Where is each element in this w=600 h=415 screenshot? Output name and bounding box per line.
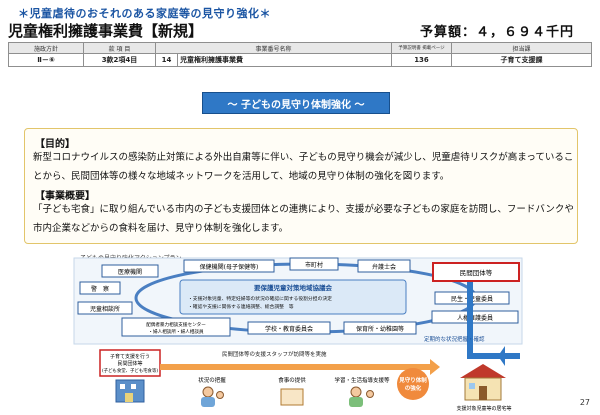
box-consult bbox=[77, 301, 133, 315]
info-page: 136 bbox=[391, 53, 452, 67]
box-lawyer-label: 弁護士会 bbox=[372, 263, 396, 271]
info-department: 子育て支援課 bbox=[451, 53, 592, 67]
house-icon bbox=[460, 364, 506, 401]
visit-arrow bbox=[160, 364, 430, 370]
strengthen-circle bbox=[397, 368, 429, 400]
strengthen-line-2: の強化 bbox=[405, 384, 422, 392]
support-group-box bbox=[99, 349, 161, 377]
summary-text: 「子ども宅食」に取り組んでいる市内の子ども支援団体との連携により、支援が必要な子… bbox=[33, 204, 574, 234]
page-supertitle: ＊児童虐待のおそれのある家庭等の見守り強化＊ bbox=[18, 7, 271, 20]
box-nursery-label: 保育所・幼稚園等 bbox=[356, 325, 404, 333]
house-label: 支援対象児童等の居宅等 bbox=[456, 405, 511, 412]
regular-check-arrowhead bbox=[498, 346, 505, 366]
box-violence-label-1: 配偶者暴力相談支援センター bbox=[146, 321, 206, 328]
box-violence bbox=[121, 317, 231, 337]
building-icon bbox=[115, 379, 145, 403]
box-human bbox=[431, 310, 519, 324]
box-city bbox=[289, 257, 339, 271]
info-project-name: 児童権利擁護事業費 bbox=[177, 53, 392, 67]
page-number: 27 bbox=[579, 398, 590, 407]
info-header-page: 予算説明書 掲載ページ bbox=[391, 42, 452, 54]
item-study: 学習・生活指導支援等 bbox=[334, 376, 390, 384]
regular-check-label: 定期的な状況把握・確認 bbox=[424, 335, 485, 343]
visit-arrowhead bbox=[430, 359, 440, 375]
strengthen-line-1: 見守り体制 bbox=[398, 376, 427, 384]
box-city-label: 市町村 bbox=[305, 261, 323, 269]
summary-frame: 【目的】 新型コロナウイルスの感染防止対策による外出自粛等に伴い、子どもの見守り… bbox=[24, 128, 578, 244]
box-guardian-label: 保健機関(母子保健等) bbox=[200, 263, 259, 271]
page-title: 児童権利擁護事業費【新規】 bbox=[8, 22, 204, 40]
box-private-label: 民間団体等 bbox=[460, 268, 493, 277]
box-consult-label: 児童相談所 bbox=[90, 305, 120, 313]
box-medical-label: 医療機関 bbox=[118, 268, 142, 276]
org-boxes: 医療機関 保健機関(母子保健等) 市町村 弁護士会 民間団体等 警 察 民生・児… bbox=[77, 257, 520, 337]
box-violence-label-2: ・婦人相談所・婦人相談員 bbox=[148, 328, 204, 335]
support-box-line-2: 民間団体等 bbox=[117, 360, 142, 367]
support-box-line-3: (子ども食堂、子ども宅食等) bbox=[102, 367, 158, 374]
box-guardian bbox=[183, 259, 275, 273]
section-banner: ～ 子どもの見守り体制強化 ～ bbox=[202, 92, 390, 114]
item-meal: 食事の提供 bbox=[278, 376, 306, 384]
council-title: 要保護児童対策地域協議会 bbox=[254, 283, 333, 292]
info-policy: Ⅱ－⑥ bbox=[8, 53, 84, 67]
council-box bbox=[179, 279, 407, 315]
item-status: 状況の把握 bbox=[198, 376, 226, 384]
box-police bbox=[79, 281, 121, 295]
council-line-1: ・支援対象児童、特定妊婦等の状況の確認に関する役割分担の決定 bbox=[188, 295, 332, 302]
box-private bbox=[432, 262, 520, 282]
box-lawyer bbox=[357, 259, 411, 273]
box-human-label: 人権擁護委員 bbox=[457, 314, 493, 322]
visit-label: 民間団体等の支援スタッフが訪問等を実施 bbox=[222, 350, 327, 358]
info-table: 施政方針 款 項 目 事業番号名称 予算説明書 掲載ページ 担当課 Ⅱ－⑥ 3款… bbox=[8, 42, 592, 67]
council-line-2: ・確認や支援に関係する連絡調整、総合調整 等 bbox=[188, 303, 294, 310]
support-box-line-1: 子育て支援を行う bbox=[110, 353, 150, 360]
box-medical bbox=[101, 264, 159, 278]
box-police-label: 警 察 bbox=[91, 285, 109, 293]
box-school bbox=[247, 321, 331, 335]
person-icons bbox=[201, 386, 374, 407]
purpose-heading: 【目的】 bbox=[35, 139, 75, 150]
box-school-label: 学校・教育委員会 bbox=[265, 325, 313, 333]
info-table-value-row: Ⅱ－⑥ 3款2項4目 14 児童権利擁護事業費 136 子育て支援課 bbox=[8, 53, 592, 67]
box-nursery bbox=[343, 321, 417, 335]
budget-amount: 予算額：４，６９４千円 bbox=[419, 25, 574, 40]
purpose-text: 新型コロナウイルスの感染防止対策による外出自粛等に伴い、子どもの見守り機会が減少… bbox=[33, 152, 574, 182]
summary-heading: 【事業概要】 bbox=[35, 191, 95, 202]
